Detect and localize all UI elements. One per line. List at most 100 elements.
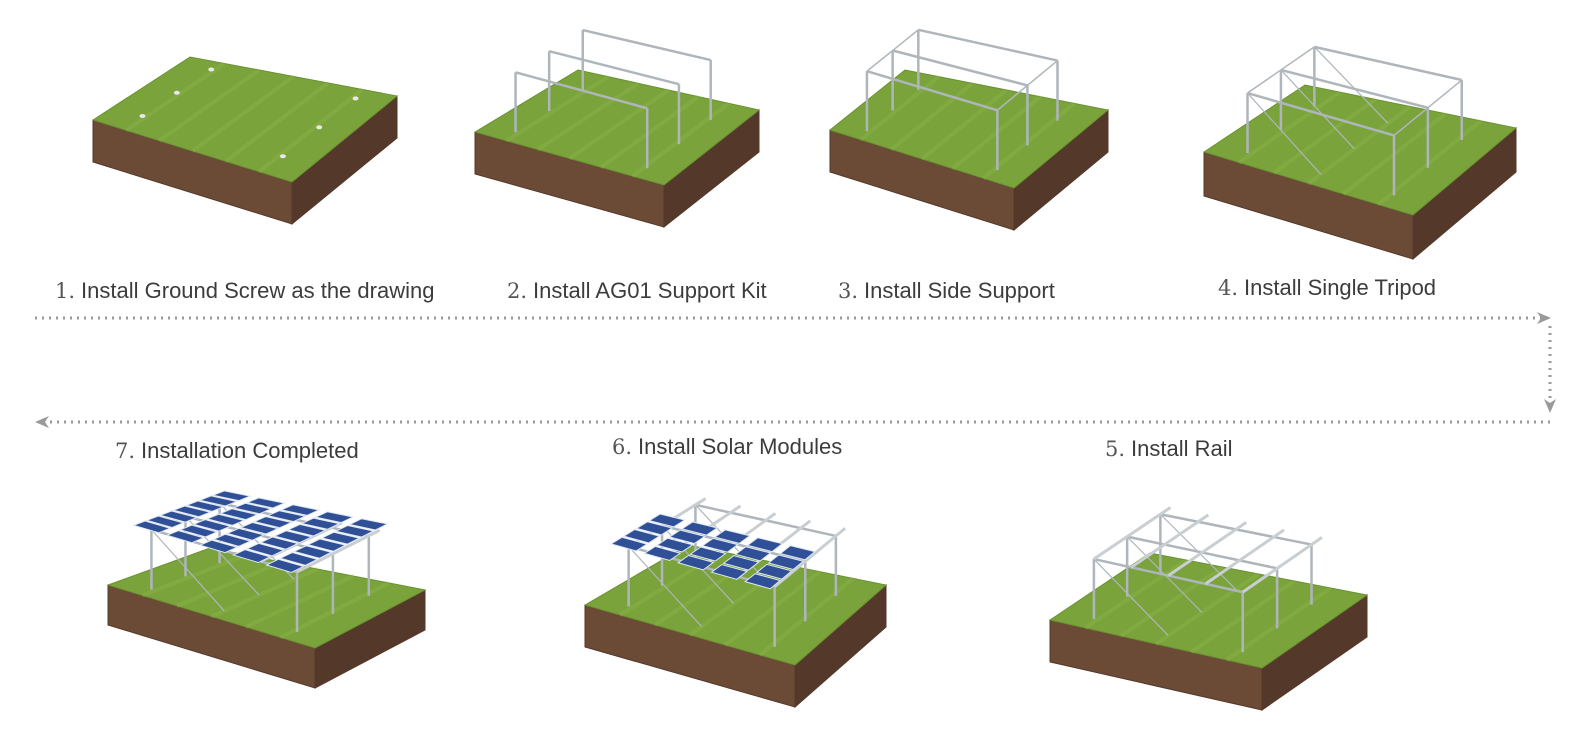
ground-scene-layer — [91, 28, 1518, 711]
step-1-scene — [91, 56, 399, 226]
grass-stripe — [859, 75, 941, 142]
solar-module — [306, 538, 347, 552]
rail — [1130, 513, 1210, 569]
step-4-text: Install Single Tripod — [1244, 275, 1437, 300]
support-beam — [582, 28, 711, 62]
grass-stripe — [1084, 558, 1188, 630]
solar-module — [680, 521, 719, 536]
solar-module — [314, 511, 355, 524]
grass-stripe — [568, 88, 670, 161]
step-6-text: Install Solar Modules — [638, 434, 843, 459]
step-2-label: 2.Install AG01 Support Kit — [507, 278, 767, 304]
grass-stripe — [1225, 586, 1332, 662]
support-beam — [1314, 45, 1463, 82]
grass-top — [583, 544, 888, 666]
step-1-number: 1. — [55, 279, 76, 303]
grass-stripe — [536, 81, 640, 152]
grass-stripe — [224, 81, 330, 163]
solar-module — [734, 546, 772, 562]
step-5-text: Install Rail — [1131, 436, 1233, 461]
grass-stripe — [890, 81, 974, 151]
support-beam — [892, 49, 1028, 87]
step-6-scene — [583, 497, 888, 709]
tripod-brace — [1247, 92, 1322, 175]
solar-module — [265, 558, 305, 573]
step-2-number: 2. — [507, 279, 528, 303]
solar-module — [252, 516, 293, 529]
grass-stripe — [1307, 104, 1412, 186]
solar-module — [145, 515, 185, 528]
grass-stripe — [1154, 572, 1260, 646]
solar-module — [689, 546, 727, 562]
step-4-number: 4. — [1218, 276, 1239, 300]
step-6-number: 6. — [612, 435, 633, 459]
grass-stripe — [176, 560, 283, 608]
solar-module — [132, 520, 172, 534]
tripod-brace — [1313, 46, 1389, 124]
ground-screw — [173, 90, 180, 95]
tripod-brace — [1126, 536, 1203, 613]
step-2-scene — [473, 28, 761, 229]
solar-module — [259, 536, 300, 550]
support-beam — [866, 69, 998, 112]
grass-stripe — [158, 68, 261, 143]
step-7-label: 7.Installation Completed — [115, 438, 359, 464]
solar-module — [273, 530, 314, 544]
solar-module — [676, 554, 715, 571]
solar-module — [225, 527, 266, 541]
tripod-brace — [1093, 558, 1169, 637]
solar-module — [232, 502, 273, 515]
side-support — [1393, 79, 1463, 137]
rail — [1241, 536, 1323, 594]
solar-module — [622, 529, 661, 544]
grass-stripe — [1272, 97, 1377, 175]
step-6-label: 6.Install Solar Modules — [612, 434, 842, 460]
grass-stripe — [210, 567, 319, 619]
ground-screw — [316, 125, 323, 130]
step-5-label: 5.Install Rail — [1105, 436, 1233, 462]
step-4-label: 4.Install Single Tripod — [1218, 275, 1436, 301]
solar-module — [198, 495, 239, 507]
solar-module — [231, 549, 272, 564]
tripod-brace — [1159, 513, 1237, 590]
ground-screw — [279, 154, 286, 159]
solar-module — [279, 551, 319, 566]
solar-module — [239, 521, 280, 535]
ground-screw — [139, 114, 146, 119]
step-3-scene — [828, 28, 1110, 232]
side-support — [866, 29, 919, 72]
flow-arrows — [35, 312, 1556, 428]
grass-stripe — [245, 574, 355, 629]
grass-top — [91, 56, 399, 183]
step-5-number: 5. — [1105, 437, 1126, 461]
solar-module — [348, 518, 389, 531]
solar-module — [266, 510, 307, 523]
step-3-number: 3. — [838, 279, 859, 303]
grass-stripe — [688, 563, 789, 637]
solar-module — [334, 524, 375, 538]
step-1-text: Install Ground Screw as the drawing — [81, 278, 435, 303]
solar-module — [185, 500, 226, 512]
solar-module — [767, 554, 805, 570]
step-3-text: Install Side Support — [864, 278, 1055, 303]
solar-module — [643, 545, 682, 561]
solar-module — [647, 513, 686, 528]
solar-module — [205, 513, 246, 526]
solar-module — [746, 537, 784, 553]
solar-module — [655, 537, 694, 553]
solar-module — [178, 524, 219, 538]
grass-stripe — [191, 74, 295, 153]
solar-module — [279, 504, 321, 516]
solar-module — [245, 542, 286, 557]
grass-stripe — [279, 581, 391, 640]
step-7-number: 7. — [115, 439, 136, 463]
step-1-label: 1.Install Ground Screw as the drawing — [55, 278, 434, 304]
rail — [296, 528, 381, 574]
solar-module — [158, 510, 199, 523]
solar-module — [171, 505, 212, 518]
grass-stripe — [631, 101, 731, 178]
tripod-brace — [150, 529, 225, 612]
ground-screw — [208, 67, 215, 72]
grass-stripe — [599, 95, 700, 169]
